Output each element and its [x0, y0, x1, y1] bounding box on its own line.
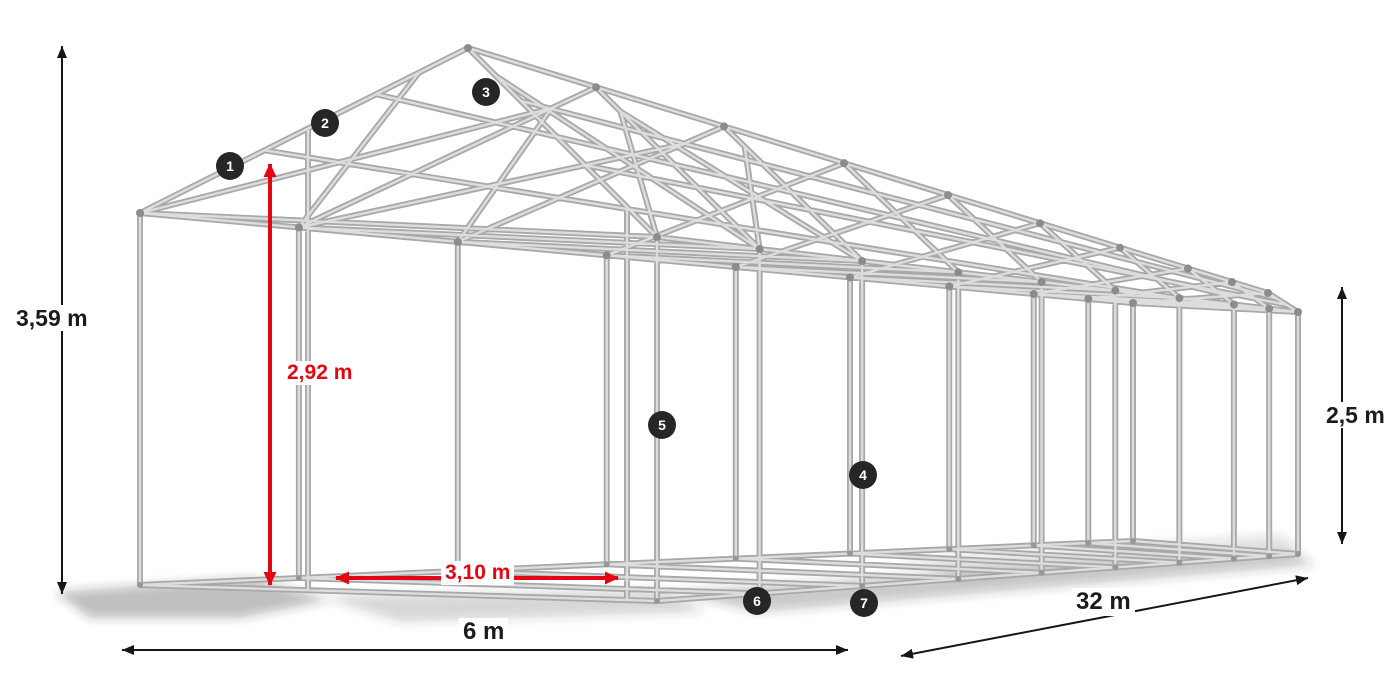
pipe-connector-joint — [1184, 264, 1192, 273]
pipe-connector-joint — [1112, 564, 1119, 571]
pipe-connector-joint — [955, 575, 962, 582]
pipe-connector-joint — [1175, 294, 1184, 303]
pipe-connector-joint — [464, 44, 472, 52]
pipe-connector-joint — [732, 555, 739, 562]
pipe-connector-joint — [1030, 542, 1037, 549]
pipe-connector-joint — [602, 251, 611, 260]
pipe-connector-joint — [137, 582, 143, 588]
frame-tubes-highlight — [138, 46, 1300, 603]
pipe-connector-joint — [858, 257, 867, 265]
pipe-connector-joint — [1085, 540, 1092, 546]
pipe-connector-joint — [1264, 289, 1272, 297]
pipe-connector-joint — [1294, 308, 1302, 316]
pipe-connector-joint — [136, 209, 144, 217]
callout-badge-4: 4 — [849, 461, 877, 489]
pipe-connector-joint — [294, 223, 303, 232]
callout-badge-6: 6 — [743, 587, 771, 615]
length-label: 32 m — [1072, 588, 1135, 616]
pipe-connector-joint — [1038, 569, 1045, 576]
callout-badge-7: 7 — [850, 589, 878, 617]
callout-badge-5: 5 — [648, 411, 676, 439]
callout-badge-1: 1 — [216, 152, 244, 180]
pipe-connector-joint — [859, 583, 866, 589]
pipe-connector-joint — [295, 575, 302, 581]
pipe-connector-joint — [1036, 219, 1044, 228]
pipe-connector-joint — [731, 263, 740, 271]
side-height-label: 2,5 m — [1322, 402, 1389, 429]
pipe-connector-joint — [1111, 286, 1120, 295]
door-height-label: 2,92 m — [283, 361, 357, 386]
pipe-connector-joint — [954, 268, 963, 277]
length-arrow — [900, 575, 1309, 659]
pipe-connector-joint — [1129, 299, 1137, 307]
pipe-connector-joint — [945, 282, 954, 291]
pipe-connector-joint — [654, 598, 660, 604]
pipe-connector-joint — [1029, 290, 1038, 298]
pipe-connector-joint — [1229, 300, 1238, 309]
pipe-connector-joint — [840, 159, 848, 168]
pipe-connector-joint — [603, 561, 610, 568]
pipe-connector-joint — [1130, 538, 1136, 544]
pipe-connector-joint — [592, 83, 600, 92]
pipe-connector-joint — [1230, 555, 1237, 562]
total-height-label: 3,59 m — [12, 305, 92, 332]
pipe-connector-joint — [453, 237, 462, 246]
callout-badge-3: 3 — [472, 78, 500, 106]
pipe-connector-joint — [946, 546, 953, 553]
pipe-connector-joint — [1176, 559, 1183, 566]
pipe-connector-joint — [944, 191, 952, 199]
pipe-connector-joint — [1084, 294, 1093, 303]
pipe-connector-joint — [1295, 551, 1301, 557]
pipe-connector-joint — [846, 273, 854, 282]
pipe-connector-joint — [1228, 278, 1236, 286]
pipe-connector-joint — [1266, 553, 1273, 560]
door-width-label: 3,10 m — [441, 561, 515, 586]
pipe-connector-joint — [1037, 278, 1046, 286]
frame-wireframe-lines — [136, 44, 1302, 604]
pipe-connector-joint — [720, 122, 728, 131]
pipe-connector-joint — [1116, 243, 1124, 252]
pipe-connector-joint — [847, 550, 853, 557]
pipe-connector-joint — [755, 245, 764, 253]
pipe-connector-joint — [1265, 304, 1274, 313]
callout-badge-2: 2 — [311, 109, 339, 137]
pipe-connector-joint — [653, 233, 661, 241]
width-label: 6 m — [459, 618, 509, 646]
